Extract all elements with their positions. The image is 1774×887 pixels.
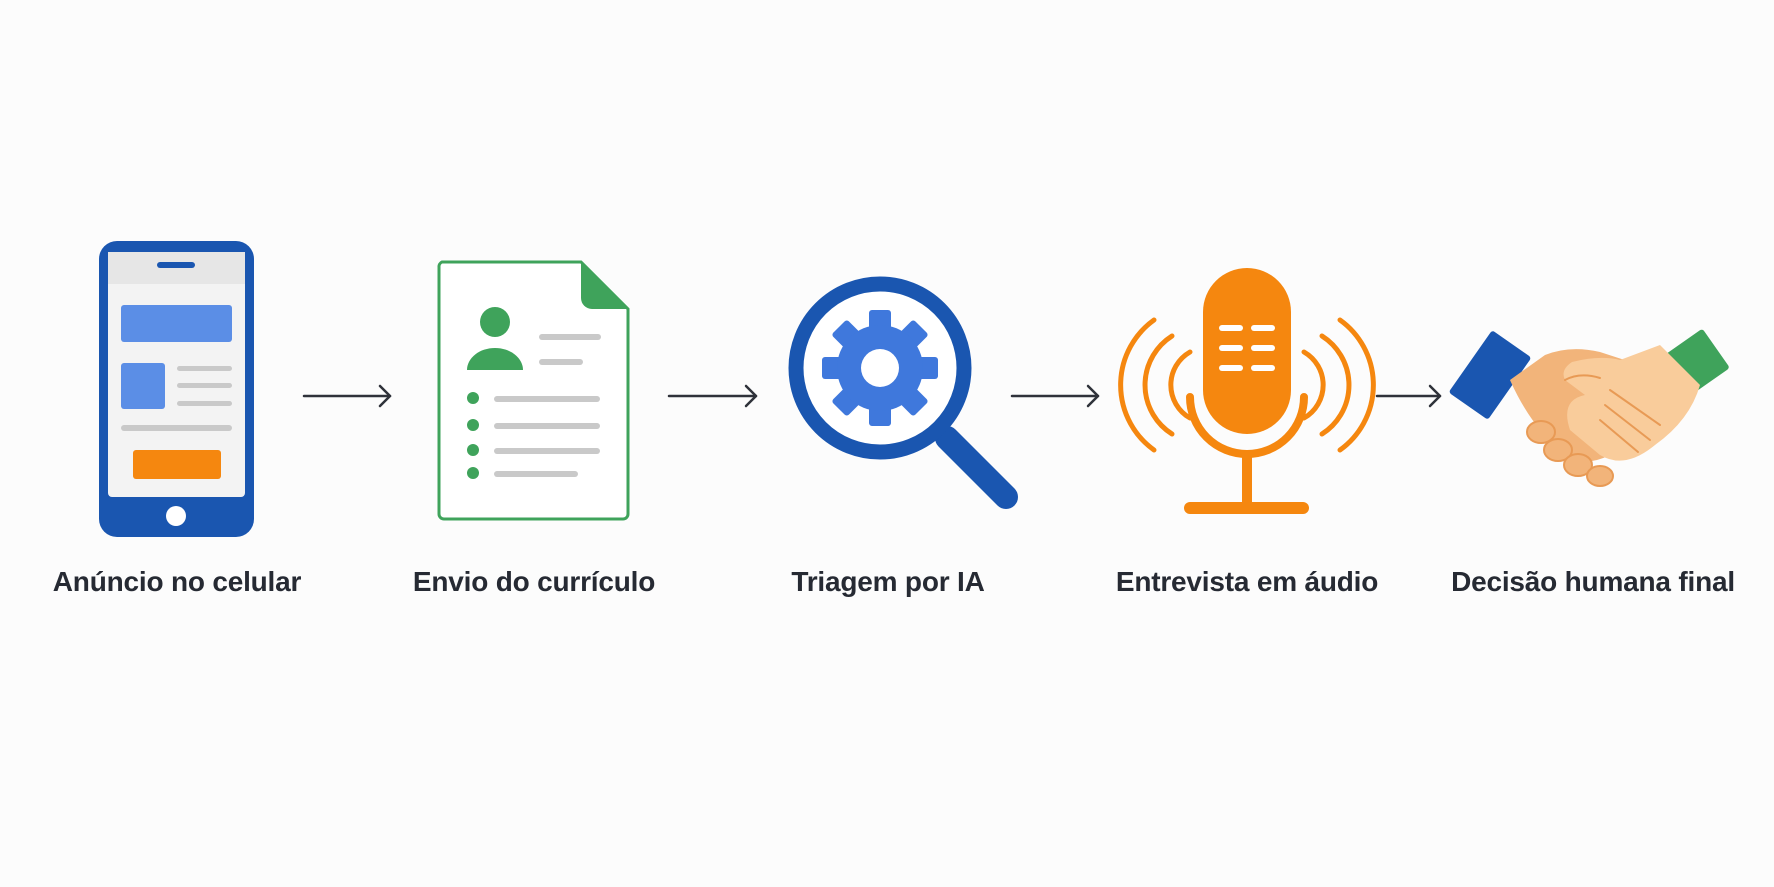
smartphone-ad-icon [99, 241, 254, 537]
magnifier-gear-icon [788, 276, 1018, 509]
resume-document-icon [437, 260, 630, 521]
step-label-triagem: Triagem por IA [791, 566, 985, 597]
step-label-decisao: Decisão humana final [1451, 566, 1735, 597]
handshake-icon [1449, 329, 1729, 487]
step-label-anuncio: Anúncio no celular [52, 566, 302, 597]
arrow-right-icon [302, 384, 392, 408]
step-label-envio: Envio do currículo [412, 566, 656, 597]
step-label-entrevista: Entrevista em áudio [1115, 566, 1379, 597]
arrow-right-icon [1375, 384, 1442, 408]
microphone-icon [1118, 268, 1376, 514]
arrow-right-icon [667, 384, 758, 408]
arrow-right-icon [1010, 384, 1100, 408]
